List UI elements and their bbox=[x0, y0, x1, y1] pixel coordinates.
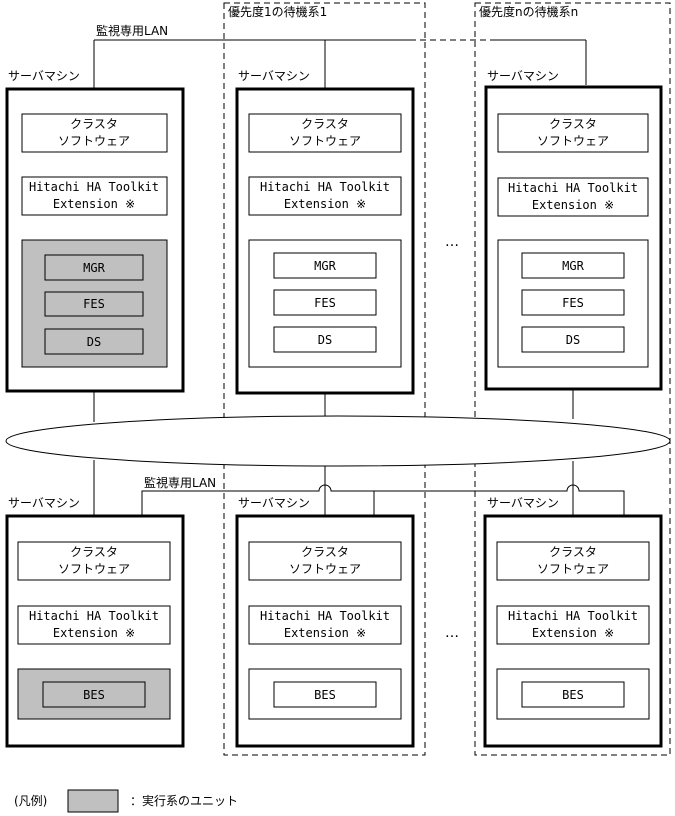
standby-group-n-outline bbox=[474, 2, 671, 756]
ha-toolkit-line2: Extension ※ bbox=[532, 626, 614, 640]
unit-mgr: MGR bbox=[83, 261, 105, 275]
cluster-software-line2: ソフトウェア bbox=[537, 562, 609, 576]
ha-toolkit-line1: Hitachi HA Toolkit bbox=[508, 181, 638, 195]
unit-ds: DS bbox=[87, 335, 101, 349]
ellipsis-top: … bbox=[445, 234, 459, 250]
ha-toolkit-line2: Extension ※ bbox=[532, 198, 614, 212]
unit-bes: BES bbox=[83, 688, 105, 702]
legend-label: (凡例) bbox=[14, 794, 47, 808]
cluster-software-line1: クラスタ bbox=[70, 117, 118, 131]
lan-label-top: 監視専用LAN bbox=[96, 23, 168, 38]
unit-mgr: MGR bbox=[562, 259, 584, 273]
ha-toolkit-line2: Extension ※ bbox=[53, 197, 135, 211]
legend-swatch bbox=[67, 789, 119, 813]
standby-group-1-label: 優先度1の待機系1 bbox=[228, 4, 327, 19]
monitoring-lan-top bbox=[93, 39, 587, 89]
server-label: サーバマシン bbox=[487, 496, 559, 510]
unit-mgr: MGR bbox=[314, 259, 336, 273]
cluster-software-line1: クラスタ bbox=[301, 545, 349, 559]
server-label: サーバマシン bbox=[8, 69, 80, 83]
unit-fes: FES bbox=[314, 296, 336, 310]
unit-ds: DS bbox=[318, 333, 332, 347]
unit-fes: FES bbox=[562, 296, 584, 310]
server-bottom-1: サーバマシン クラスタ ソフトウェア Hitachi HA Toolkit Ex… bbox=[5, 496, 185, 748]
standby-group-n-label: 優先度nの待機系n bbox=[479, 4, 578, 19]
server-label: サーバマシン bbox=[238, 69, 310, 83]
cluster-software-line2: ソフトウェア bbox=[289, 134, 361, 148]
server-top-2: サーバマシン クラスタ ソフトウェア Hitachi HA Toolkit Ex… bbox=[235, 69, 415, 395]
server-bottom-n: サーバマシン クラスタ ソフトウェア Hitachi HA Toolkit Ex… bbox=[483, 496, 663, 748]
cluster-software-line2: ソフトウェア bbox=[289, 562, 361, 576]
legend-description: ：実行系のユニット bbox=[130, 793, 238, 808]
cluster-software-line2: ソフトウェア bbox=[58, 562, 130, 576]
legend: (凡例) ：実行系のユニット bbox=[14, 789, 238, 813]
ha-toolkit-line1: Hitachi HA Toolkit bbox=[260, 180, 390, 194]
server-label: サーバマシン bbox=[238, 496, 310, 510]
network-ellipse bbox=[5, 415, 671, 467]
ha-toolkit-line1: Hitachi HA Toolkit bbox=[29, 609, 159, 623]
unit-ds: DS bbox=[566, 333, 580, 347]
ha-toolkit-line1: Hitachi HA Toolkit bbox=[29, 180, 159, 194]
ha-toolkit-line1: Hitachi HA Toolkit bbox=[508, 609, 638, 623]
ha-toolkit-line2: Extension ※ bbox=[53, 626, 135, 640]
cluster-software-line1: クラスタ bbox=[70, 545, 118, 559]
cluster-software-line1: クラスタ bbox=[549, 117, 597, 131]
cluster-software-line1: クラスタ bbox=[549, 545, 597, 559]
server-label: サーバマシン bbox=[487, 69, 559, 83]
unit-fes: FES bbox=[83, 297, 105, 311]
lan-label-bottom: 監視専用LAN bbox=[144, 475, 216, 490]
standby-group-1-outline bbox=[223, 2, 426, 756]
server-top-n: サーバマシン クラスタ ソフトウェア Hitachi HA Toolkit Ex… bbox=[484, 69, 663, 391]
server-label: サーバマシン bbox=[8, 496, 80, 510]
ha-toolkit-line1: Hitachi HA Toolkit bbox=[260, 609, 390, 623]
server-bottom-2: サーバマシン クラスタ ソフトウェア Hitachi HA Toolkit Ex… bbox=[235, 496, 415, 748]
ha-toolkit-line2: Extension ※ bbox=[284, 197, 366, 211]
unit-bes: BES bbox=[314, 688, 336, 702]
cluster-software-line2: ソフトウェア bbox=[537, 134, 609, 148]
server-top-1: サーバマシン クラスタ ソフトウェア Hitachi HA Toolkit Ex… bbox=[5, 69, 185, 393]
ellipsis-bottom: … bbox=[445, 625, 459, 641]
cluster-software-line1: クラスタ bbox=[301, 117, 349, 131]
ha-toolkit-line2: Extension ※ bbox=[284, 626, 366, 640]
unit-bes: BES bbox=[562, 688, 584, 702]
cluster-software-line2: ソフトウェア bbox=[58, 134, 130, 148]
monitoring-lan-bottom bbox=[141, 484, 625, 516]
